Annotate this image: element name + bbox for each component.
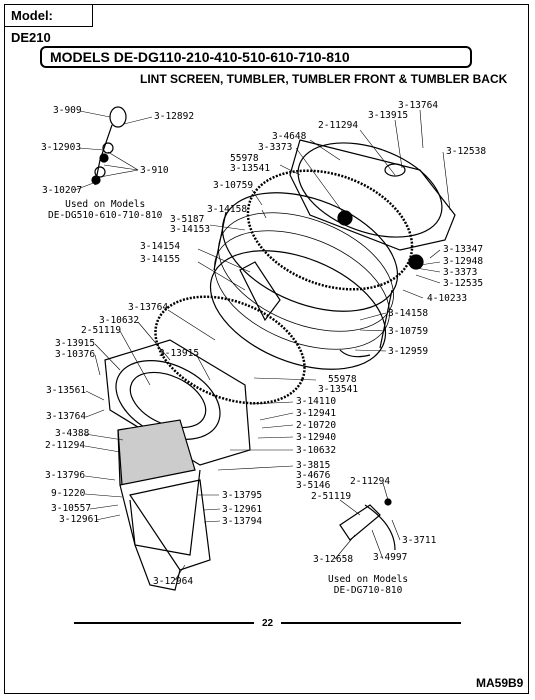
note-lower-right: Used on Models DE-DG710-810 [328,574,408,596]
page-number: 22 [261,618,274,629]
note-upper-left: Used on Models DE-DG510-610-710-810 [48,199,162,221]
lint-duct [129,479,211,591]
idler-assembly [339,498,396,551]
footer-code: MA59B9 [476,676,524,690]
page-number-row: 22 [0,618,535,629]
leader-lines [74,109,451,581]
model-tab: Model: DE210 [5,5,93,45]
note-line: Used on Models [65,199,146,210]
diagram-subtitle: LINT SCREEN, TUMBLER, TUMBLER FRONT & TU… [140,72,508,86]
note-line: Used on Models [328,574,409,585]
rule-right [281,622,462,625]
small-parts-upper-left [91,106,127,186]
tumbler-back-panel [289,139,456,270]
rule-left [73,622,254,625]
note-line: DE-DG710-810 [333,585,403,596]
tumbler-drum [209,192,399,370]
lint-screen [117,419,201,556]
note-line: DE-DG510-610-710-810 [48,210,163,221]
page-border [4,4,529,694]
front-seal-ring [154,295,306,405]
header-title: MODELS DE-DG110-210-410-510-610-710-810 [40,46,472,68]
rear-seal-ring [246,169,414,291]
